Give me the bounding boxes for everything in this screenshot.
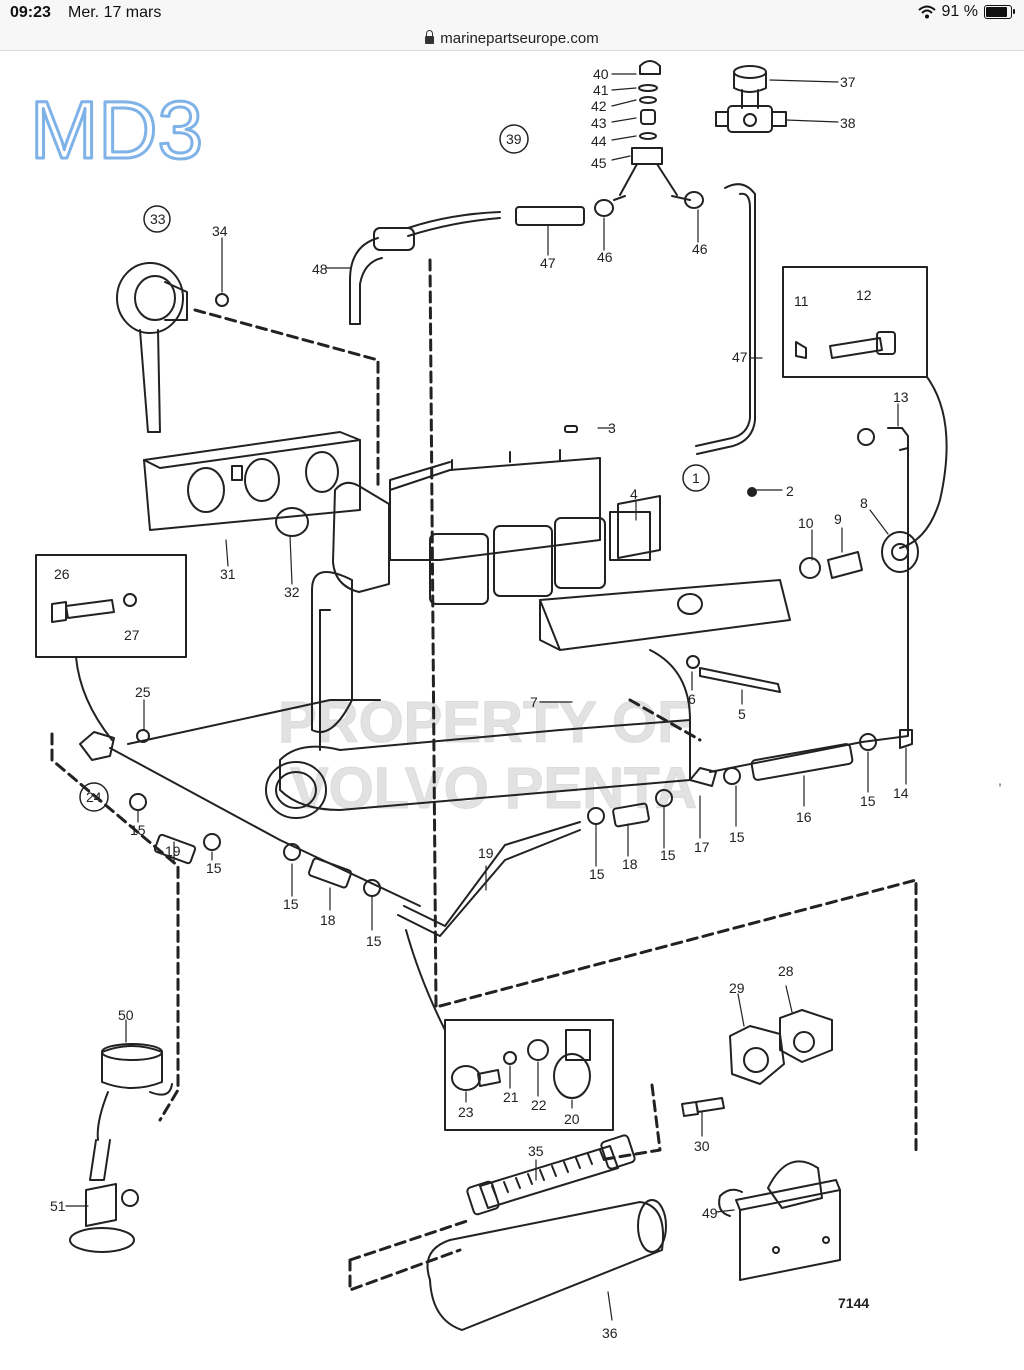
part-label: 16	[796, 809, 812, 825]
status-date: Mer. 17 mars	[68, 4, 162, 21]
part-label: 6	[688, 691, 696, 707]
part-label: 7	[530, 694, 538, 710]
status-indicators: 91 %	[917, 3, 1015, 21]
part-label: 15	[860, 793, 876, 809]
watermark-line2: VOLVO PENTA	[290, 756, 697, 821]
part-label: 15	[130, 822, 146, 838]
address-bar[interactable]: marinepartseurope.com	[0, 26, 1024, 51]
part-label: 14	[893, 785, 909, 801]
part-label: 29	[729, 980, 745, 996]
part-label: 2	[786, 483, 794, 499]
part-label: 15	[206, 860, 222, 876]
part-label: 47	[732, 349, 748, 365]
figure-number: 7144	[838, 1295, 869, 1311]
part-label: 4	[630, 486, 638, 502]
detail-box-20-23	[405, 929, 614, 1131]
part-label: 49	[702, 1205, 718, 1221]
status-bar: 09:23 Mer. 17 mars 91 %	[0, 0, 1024, 26]
part-label: 1	[692, 470, 700, 486]
part-label: 12	[856, 287, 872, 303]
url-text[interactable]: marinepartseurope.com	[440, 29, 599, 47]
part-label: 13	[893, 389, 909, 405]
lock-icon	[425, 30, 435, 44]
part-label: 15	[283, 896, 299, 912]
part-label: 22	[531, 1097, 547, 1113]
part-label: 32	[284, 584, 300, 600]
part-label: 31	[220, 566, 236, 582]
battery-icon	[984, 5, 1015, 19]
exhaust-hose-silencer	[426, 1134, 667, 1331]
part-label: 15	[366, 933, 382, 949]
part-label: 45	[591, 155, 607, 171]
exploded-view-drawing: MD3 PROPERTY OF VOLVO PENTA	[29, 60, 1002, 1341]
part-label: 9	[834, 511, 842, 527]
part-label: 27	[124, 627, 140, 643]
part-label: 41	[593, 82, 609, 98]
part-label: 51	[50, 1198, 66, 1214]
dashed-leaders	[50, 258, 918, 1292]
stray-mark: ,	[998, 772, 1002, 788]
part-label: 23	[458, 1104, 474, 1120]
valve-assembly	[715, 65, 787, 133]
part-label: 24	[86, 789, 102, 805]
part-label: 47	[540, 255, 556, 271]
part-label: 10	[798, 515, 814, 531]
part-label: 33	[150, 211, 166, 227]
part-label: 42	[591, 98, 607, 114]
part-label: 43	[591, 115, 607, 131]
part-label: 15	[729, 829, 745, 845]
engine-block	[265, 449, 791, 819]
battery-percent: 91 %	[941, 3, 978, 20]
part-label: 20	[564, 1111, 580, 1127]
part-label: 25	[135, 684, 151, 700]
priming-pump-tap	[69, 1043, 173, 1253]
part-label: 36	[602, 1325, 618, 1341]
part-label: 28	[778, 963, 794, 979]
leader-lines	[65, 73, 907, 1321]
fuel-pipes	[109, 439, 913, 937]
part-label: 46	[597, 249, 613, 265]
part-label: 15	[589, 866, 605, 882]
part-label: 38	[840, 115, 856, 131]
part-label: 21	[503, 1089, 519, 1105]
part-label: 3	[608, 420, 616, 436]
part-label: 18	[320, 912, 336, 928]
part-label: 46	[692, 241, 708, 257]
fuel-tee-assembly	[613, 60, 691, 201]
part-label: 26	[54, 566, 70, 582]
part-label: 34	[212, 223, 228, 239]
part-label: 17	[694, 839, 710, 855]
part-label: 30	[694, 1138, 710, 1154]
part-label: 18	[622, 856, 638, 872]
wifi-icon	[917, 5, 936, 19]
part-label: 15	[660, 847, 676, 863]
part-label: 48	[312, 261, 328, 277]
handwritten-note: MD3	[30, 85, 203, 176]
part-label: 19	[478, 845, 494, 861]
part-label: 50	[118, 1007, 134, 1023]
part-label: 19	[165, 843, 181, 859]
part-label: 35	[528, 1143, 544, 1159]
part-label: 8	[860, 495, 868, 511]
exhaust-components	[681, 1009, 841, 1281]
part-label: 37	[840, 74, 856, 90]
parts-diagram: MD3 PROPERTY OF VOLVO PENTA	[0, 50, 1024, 1365]
part-label: 11	[794, 293, 809, 309]
detail-box-11-12	[782, 266, 948, 549]
circled-callouts	[79, 124, 710, 812]
part-label: 39	[506, 131, 522, 147]
banjo-fitting	[35, 554, 187, 761]
part-label: 5	[738, 706, 746, 722]
status-time: 09:23	[10, 4, 51, 21]
intake-manifold	[143, 431, 361, 537]
part-label: 40	[593, 66, 609, 82]
elbow-pipe	[349, 183, 909, 455]
hand-pump	[116, 262, 229, 433]
part-label: 44	[591, 133, 607, 149]
